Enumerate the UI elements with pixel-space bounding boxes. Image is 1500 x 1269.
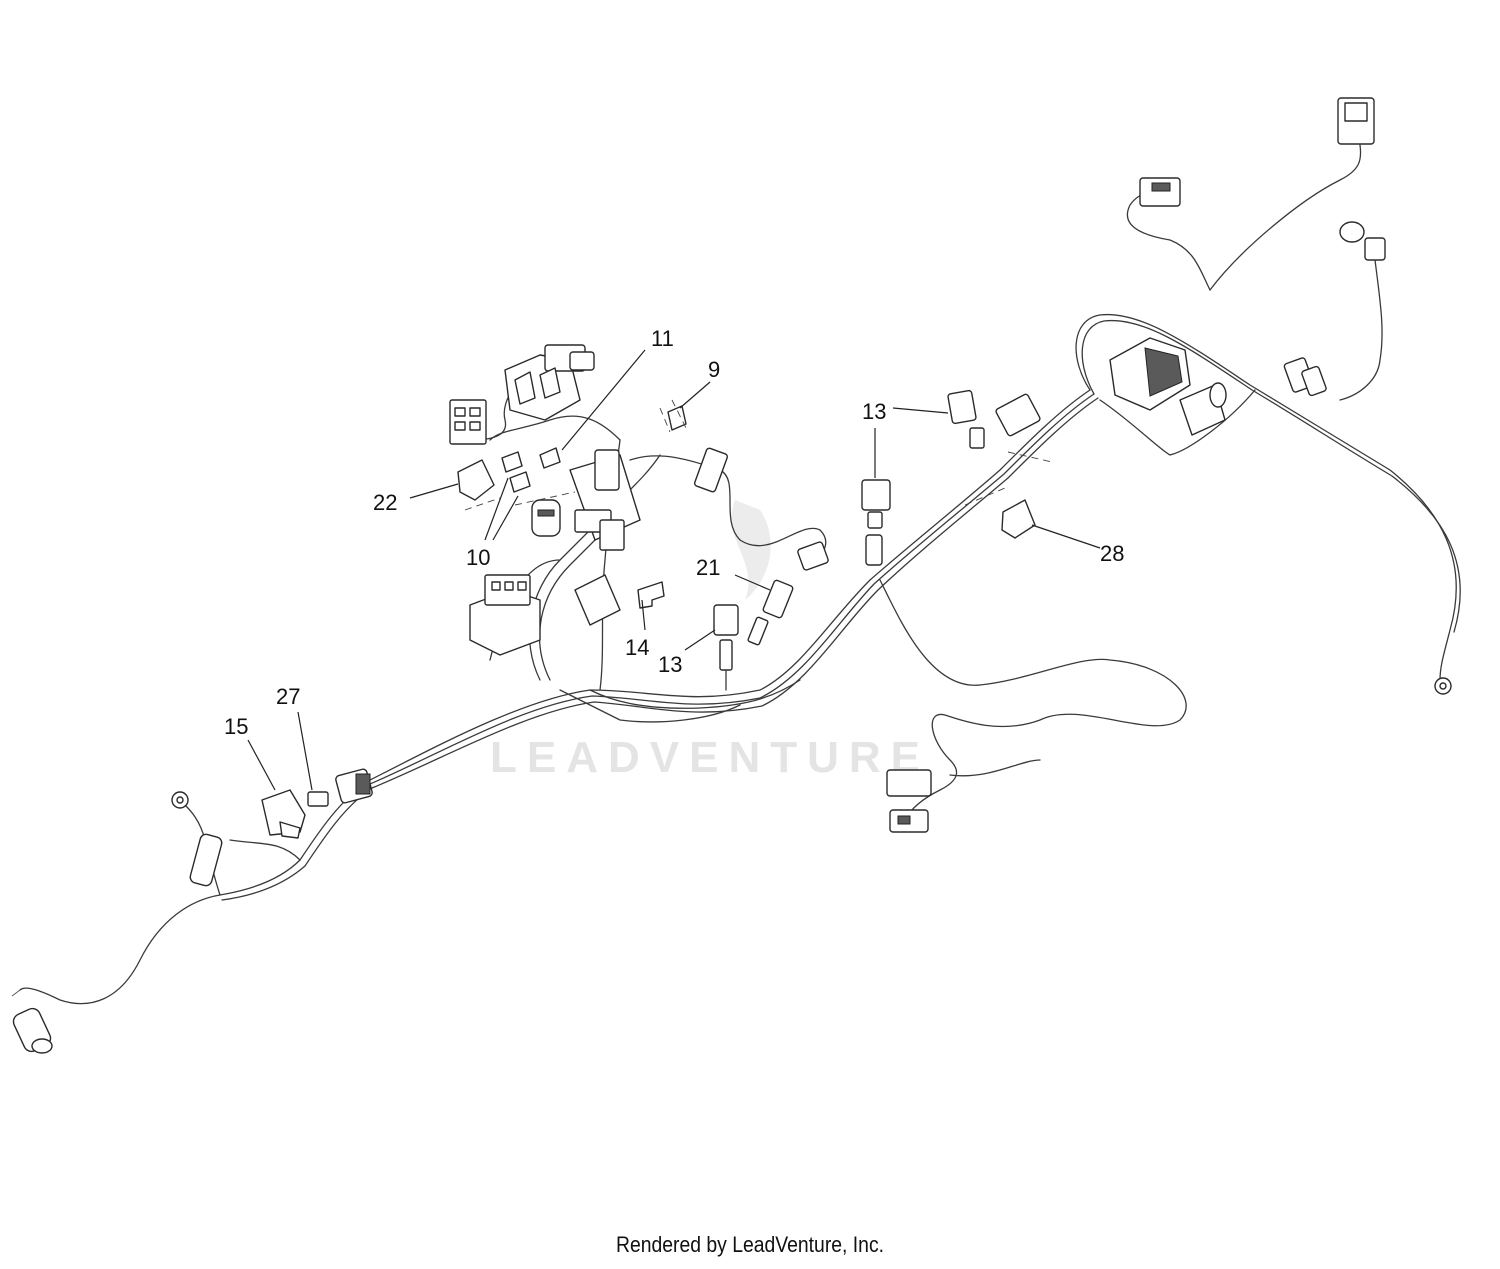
- top-connector-a: [1337, 97, 1375, 145]
- watermark-text: LEADVENTURE: [490, 733, 930, 782]
- top-right-bulb-connector: [1339, 221, 1386, 261]
- render-credit: Rendered by LeadVenture, Inc.: [615, 1232, 885, 1257]
- connector-21: [747, 579, 794, 646]
- callout-9: 9: [708, 357, 720, 382]
- relay-block-upper: [449, 399, 487, 445]
- leader-28: [1031, 524, 1101, 549]
- callout-28: 28: [1100, 541, 1124, 566]
- central-relay-cluster: [449, 344, 829, 691]
- leader-11: [561, 349, 646, 451]
- leader-27: [297, 711, 313, 791]
- leader-9: [679, 381, 711, 409]
- inline-fuse-holder-left: [189, 833, 223, 887]
- lower-right-branch: [879, 579, 1187, 833]
- part-27-terminal: [307, 791, 329, 807]
- dash-9: [659, 399, 687, 433]
- callout-10: 10: [466, 545, 490, 570]
- left-harness-branch: [11, 768, 373, 1054]
- callout-21: 21: [696, 555, 720, 580]
- leader-13b: [684, 629, 716, 651]
- harness-connector-mid: [995, 393, 1041, 437]
- center-flasher: [574, 574, 621, 626]
- leader-22: [409, 483, 459, 499]
- bracket-14: [637, 581, 665, 609]
- switch-cluster-top: [504, 344, 595, 421]
- rear-connector-pair: [1283, 357, 1327, 397]
- connector-13-center: [713, 604, 739, 691]
- fuses-10: [501, 451, 531, 493]
- dash-28: [964, 451, 1053, 506]
- main-multi-pin-connector: [1109, 337, 1191, 411]
- callout-15: 15: [224, 714, 248, 739]
- clip-22: [457, 459, 495, 501]
- callout-11: 11: [651, 326, 674, 351]
- end-connector-820: [797, 541, 829, 571]
- lower-right-plug: [886, 769, 932, 833]
- fuse-11: [539, 447, 561, 469]
- watermark: LEADVENTURE: [490, 500, 930, 782]
- fuse-9: [667, 405, 687, 431]
- cylinder-connector: [1179, 382, 1227, 436]
- leader-10: [484, 477, 519, 541]
- callout-13-upper: 13: [862, 399, 886, 424]
- callout-14: 14: [625, 635, 649, 660]
- dash-10: [464, 491, 576, 511]
- leader-21: [734, 574, 771, 591]
- leader-14: [641, 599, 646, 631]
- connector-13-upper: [861, 479, 891, 566]
- main-harness-trunk: [369, 389, 1099, 789]
- callout-27: 27: [276, 684, 300, 709]
- leader-13a-right: [892, 407, 949, 414]
- round-connector-center: [531, 499, 561, 537]
- rear-harness: [1075, 97, 1461, 695]
- right-mini-connector: [693, 447, 729, 493]
- left-end-bulb-socket: [12, 1007, 53, 1054]
- watermark-flame-icon: [731, 500, 771, 600]
- relay-block-lower: [469, 574, 541, 656]
- leader-15: [247, 739, 276, 791]
- center-connector-stack: [569, 449, 641, 551]
- part-28: [1001, 499, 1036, 539]
- part-15-housing: [261, 789, 306, 839]
- callouts: 11 9 13 22 10 28 21 14 13 27 15: [224, 326, 1124, 739]
- connector-13-right: [947, 389, 985, 449]
- callout-13-lower: 13: [658, 652, 682, 677]
- callout-22: 22: [373, 490, 397, 515]
- left-inline-connector: [335, 768, 373, 804]
- leader-lines: [247, 349, 1101, 791]
- top-connector-b: [1139, 177, 1181, 207]
